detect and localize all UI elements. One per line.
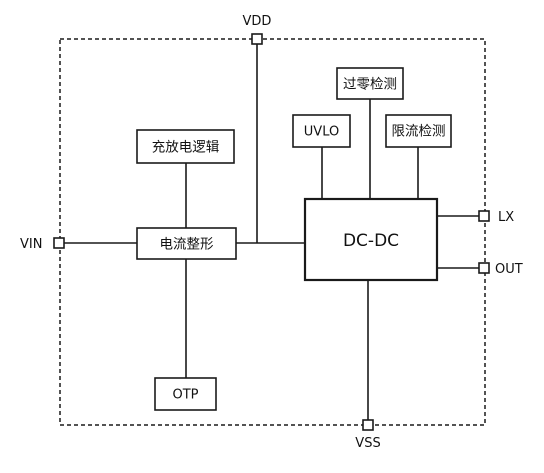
zero-cross-block: 过零检测 <box>336 67 404 100</box>
pin-vin-label: VIN <box>20 237 42 252</box>
dcdc-box <box>303 197 439 282</box>
zero-cross-label: 过零检测 <box>343 77 397 93</box>
pin-lx-label: LX <box>498 210 514 225</box>
otp-label: OTP <box>172 388 198 403</box>
uvlo-block: UVLO <box>292 114 351 148</box>
pin-vdd-square <box>251 33 263 45</box>
zero-cross-box <box>336 67 404 100</box>
current-shaping-box <box>136 227 237 260</box>
otp-box <box>154 377 217 411</box>
current-shaping-label: 电流整形 <box>160 237 214 253</box>
pin-vss-label: VSS <box>355 436 380 451</box>
pin-vin: VIN <box>20 237 65 252</box>
charge-logic-block: 充放电逻辑 <box>136 129 235 164</box>
dcdc-block: DC-DC <box>303 197 439 282</box>
charge-logic-box <box>136 129 235 164</box>
current-limit-block: 限流检测 <box>385 114 452 148</box>
pin-lx: LX <box>478 210 514 225</box>
chip-boundary <box>59 38 486 426</box>
dcdc-label: DC-DC <box>343 231 399 251</box>
wires <box>64 44 479 420</box>
pin-vdd: VDD <box>243 14 272 45</box>
pin-vss-square <box>362 419 374 431</box>
pin-out-square <box>478 262 490 274</box>
pin-out: OUT <box>478 262 523 277</box>
pin-out-label: OUT <box>495 262 523 277</box>
pin-vin-square <box>53 237 65 249</box>
otp-block: OTP <box>154 377 217 411</box>
pin-vss: VSS <box>355 419 381 451</box>
charge-logic-label: 充放电逻辑 <box>152 140 220 156</box>
uvlo-box <box>292 114 351 148</box>
current-shaping-block: 电流整形 <box>136 227 237 260</box>
pin-vdd-label: VDD <box>243 14 272 29</box>
current-limit-box <box>385 114 452 148</box>
current-limit-label: 限流检测 <box>392 124 446 140</box>
uvlo-label: UVLO <box>304 125 339 140</box>
pin-lx-square <box>478 210 490 222</box>
